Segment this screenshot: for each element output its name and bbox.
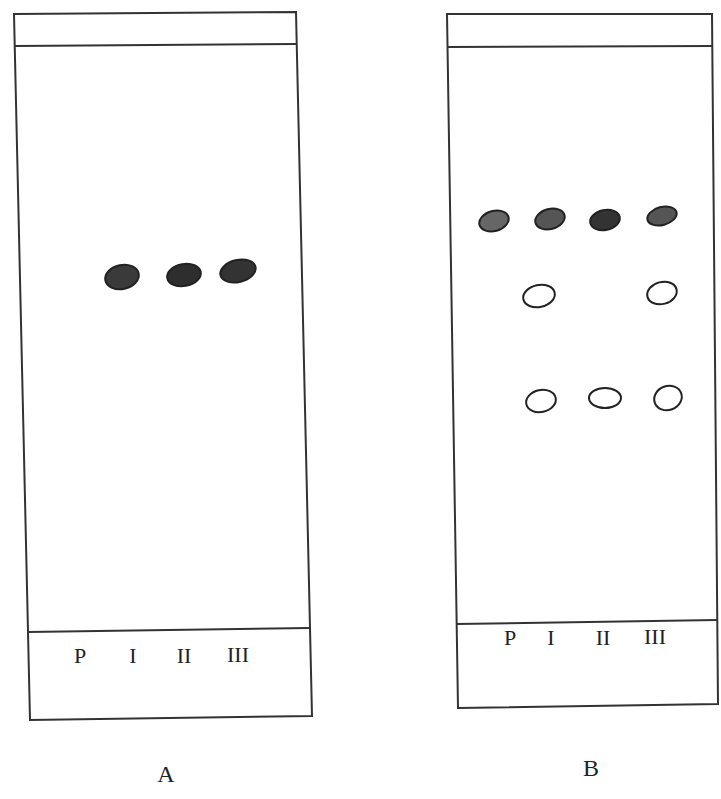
baseline	[28, 628, 309, 632]
dark-spot	[533, 205, 567, 232]
plate-caption: B	[583, 756, 599, 780]
open-spot	[524, 387, 558, 415]
plate-outline	[14, 12, 312, 720]
lane-label: P	[504, 627, 516, 649]
open-spot	[521, 282, 557, 310]
lane-label: III	[644, 626, 666, 648]
solvent-front-line	[15, 44, 297, 46]
baseline	[456, 620, 717, 624]
spots-b	[477, 203, 685, 414]
open-spot	[645, 278, 680, 307]
dark-spot	[218, 256, 258, 286]
spots-a	[103, 256, 258, 292]
lane-label: II	[596, 627, 611, 649]
open-spot	[589, 388, 621, 408]
dark-spot	[477, 207, 511, 234]
lane-label: I	[547, 627, 554, 649]
tlc-plate	[14, 12, 312, 720]
lane-label: P	[74, 645, 86, 667]
solvent-front-line	[447, 46, 712, 47]
open-spot	[651, 382, 686, 414]
tlc-plate	[447, 14, 718, 708]
lane-label: III	[227, 644, 249, 666]
dark-spot	[103, 262, 141, 293]
plate-caption: A	[157, 762, 174, 786]
dark-spot	[645, 203, 679, 228]
plate-outline	[447, 14, 718, 708]
lane-label: II	[177, 645, 192, 667]
dark-spot	[165, 261, 202, 289]
dark-spot	[588, 207, 622, 233]
lane-label: I	[129, 645, 136, 667]
